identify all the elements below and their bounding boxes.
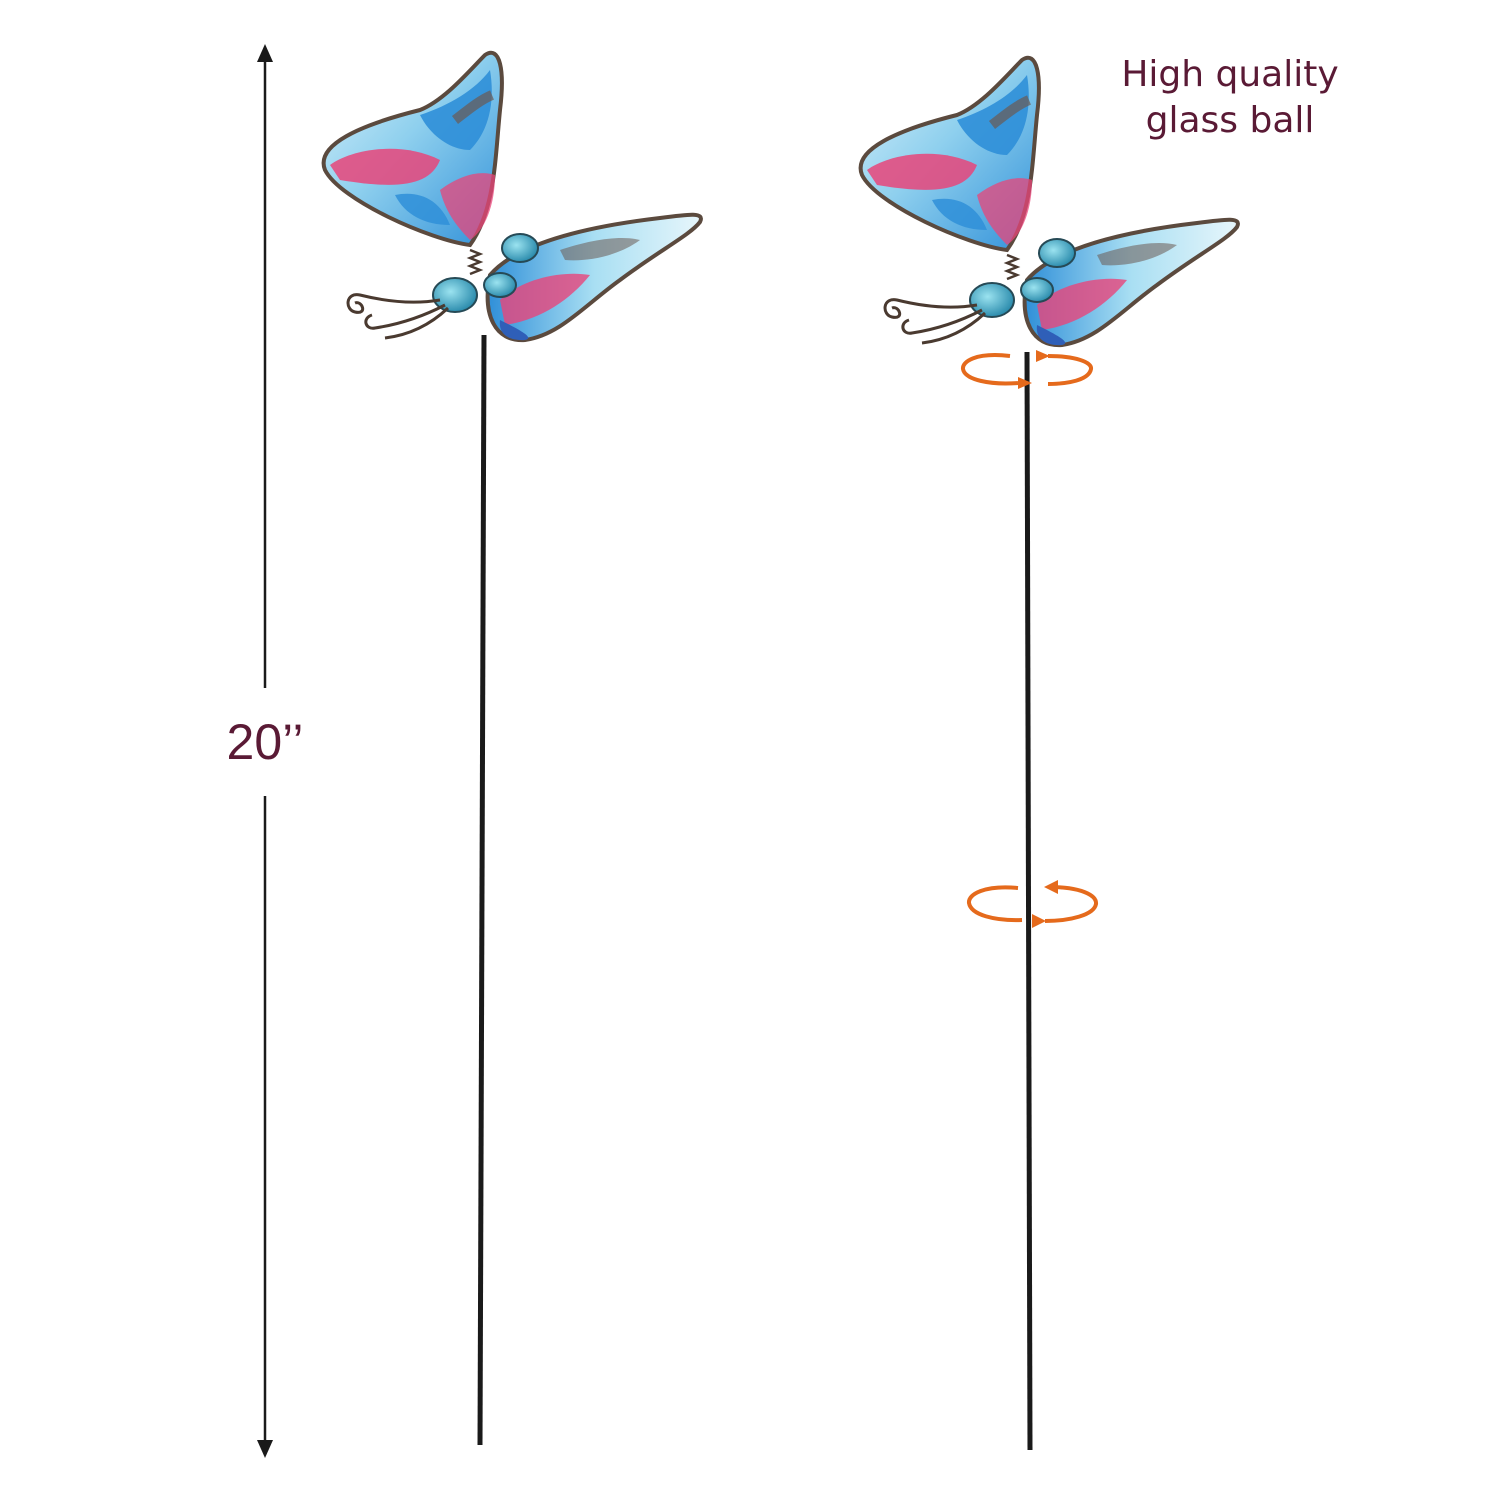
butterfly-stake-right xyxy=(858,56,1240,1451)
feature-callout-line-1: High quality xyxy=(1121,54,1339,95)
butterfly-icon xyxy=(321,51,703,343)
vertical-double-arrow-icon xyxy=(257,44,273,1458)
stake-rod xyxy=(477,334,487,1446)
stake-rod xyxy=(1024,351,1033,1451)
butterfly-icon xyxy=(858,56,1240,348)
height-dimension-label: 20’’ xyxy=(226,714,304,770)
rotate-arrows-icon xyxy=(961,350,1093,389)
rotate-arrows-icon xyxy=(967,880,1098,928)
feature-callout-line-2: glass ball xyxy=(1145,100,1315,141)
butterfly-stake-left xyxy=(321,51,703,1446)
feature-callout: High quality glass ball xyxy=(1070,52,1390,144)
